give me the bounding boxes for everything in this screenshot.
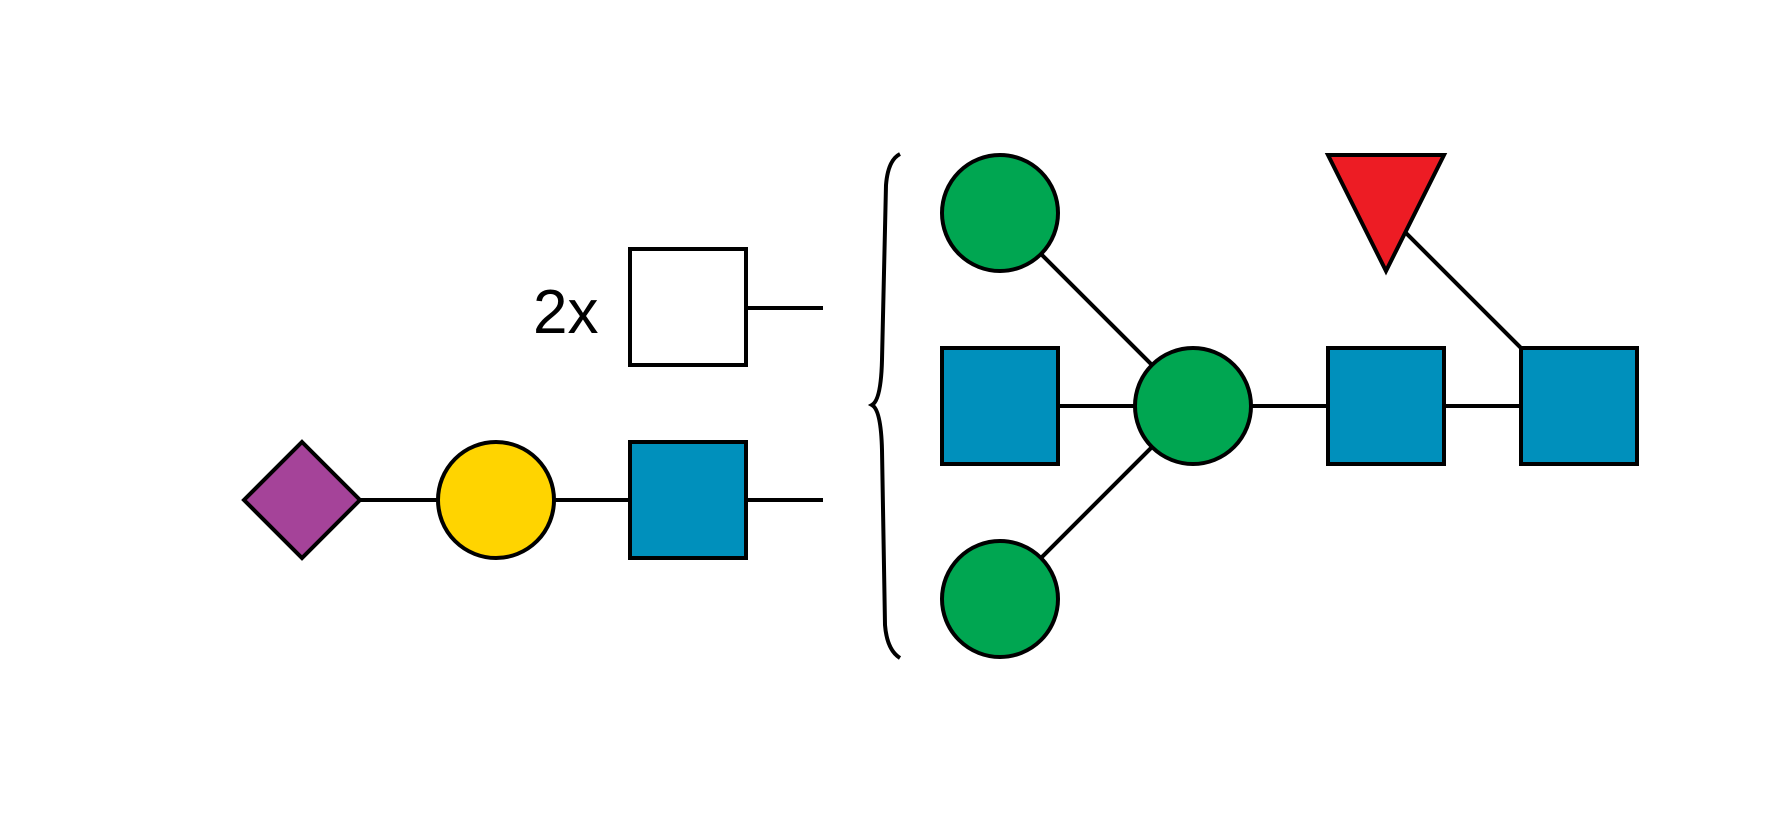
glcnac-square-icon (1326, 346, 1446, 466)
glcnac-square-icon (940, 346, 1060, 466)
unknown-square-icon (628, 247, 748, 367)
curly-brace (867, 152, 902, 660)
fucose-triangle-icon (1324, 153, 1448, 276)
mannose-circle-icon (940, 153, 1060, 273)
repeat-count-label: 2x (533, 278, 598, 347)
sialic-acid-diamond-icon (241, 439, 363, 561)
glcnac-square-icon (628, 440, 748, 560)
mannose-circle-icon (1133, 346, 1253, 466)
glcnac-square-icon (1519, 346, 1639, 466)
mannose-circle-icon (940, 539, 1060, 659)
galactose-circle-icon (436, 440, 556, 560)
